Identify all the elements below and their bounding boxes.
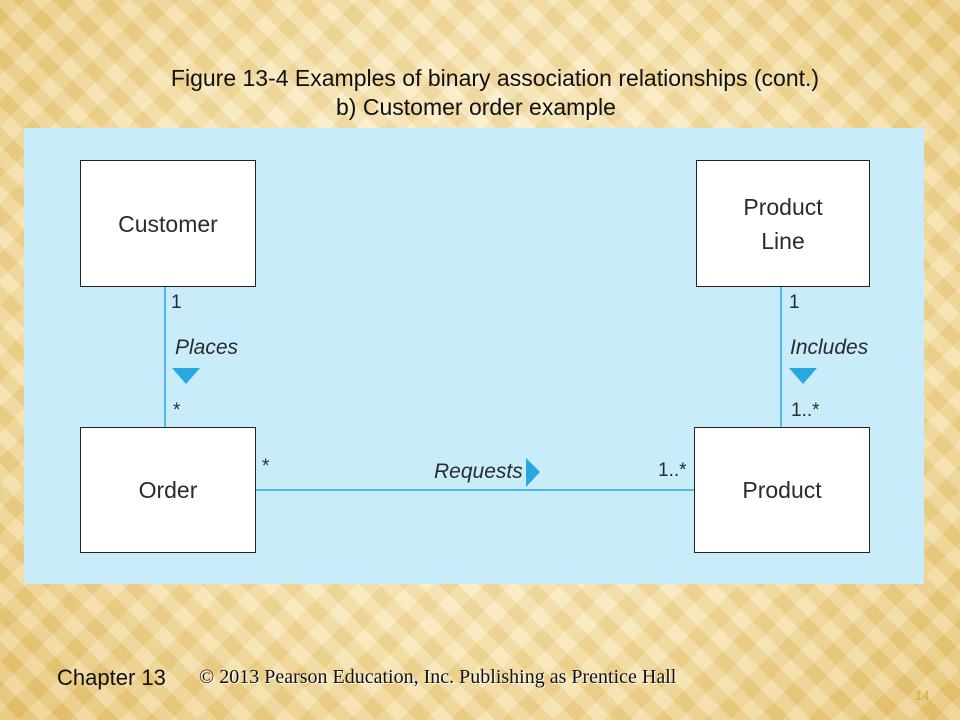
includes-direction-arrow — [789, 368, 817, 384]
places-role-label: Places — [175, 336, 239, 359]
class-customer: Customer — [80, 160, 256, 287]
includes-product-line-multiplicity: 1 — [789, 292, 800, 313]
footer-copyright: © 2013 Pearson Education, Inc. Publishin… — [199, 666, 677, 688]
class-customer-label: Customer — [118, 210, 218, 237]
diagram-panel: Customer Product Line Order Product 1 Pl… — [24, 128, 924, 584]
footer-chapter: Chapter 13 — [57, 665, 166, 690]
class-order-label: Order — [138, 477, 198, 503]
includes-role-label: Includes — [790, 336, 869, 359]
class-product-line: Product Line — [696, 160, 870, 287]
requests-direction-arrow — [526, 458, 540, 487]
page-number: 14 — [915, 688, 930, 703]
includes-product-multiplicity: 1..* — [791, 400, 820, 421]
class-product-label: Product — [742, 477, 822, 503]
figure-title: Figure 13-4 Examples of binary associati… — [170, 65, 820, 91]
places-customer-multiplicity: 1 — [171, 292, 182, 313]
association-lines — [164, 286, 817, 491]
requests-product-multiplicity: 1..* — [658, 460, 687, 481]
places-order-multiplicity: * — [173, 400, 181, 421]
class-product-line-label: Product Line — [743, 193, 823, 254]
figure-subtitle: b) Customer order example — [336, 94, 616, 120]
requests-role-label: Requests — [434, 460, 523, 483]
class-order: Order — [80, 427, 256, 553]
requests-order-multiplicity: * — [262, 456, 270, 477]
class-product: Product — [694, 427, 870, 553]
places-direction-arrow — [172, 368, 200, 384]
